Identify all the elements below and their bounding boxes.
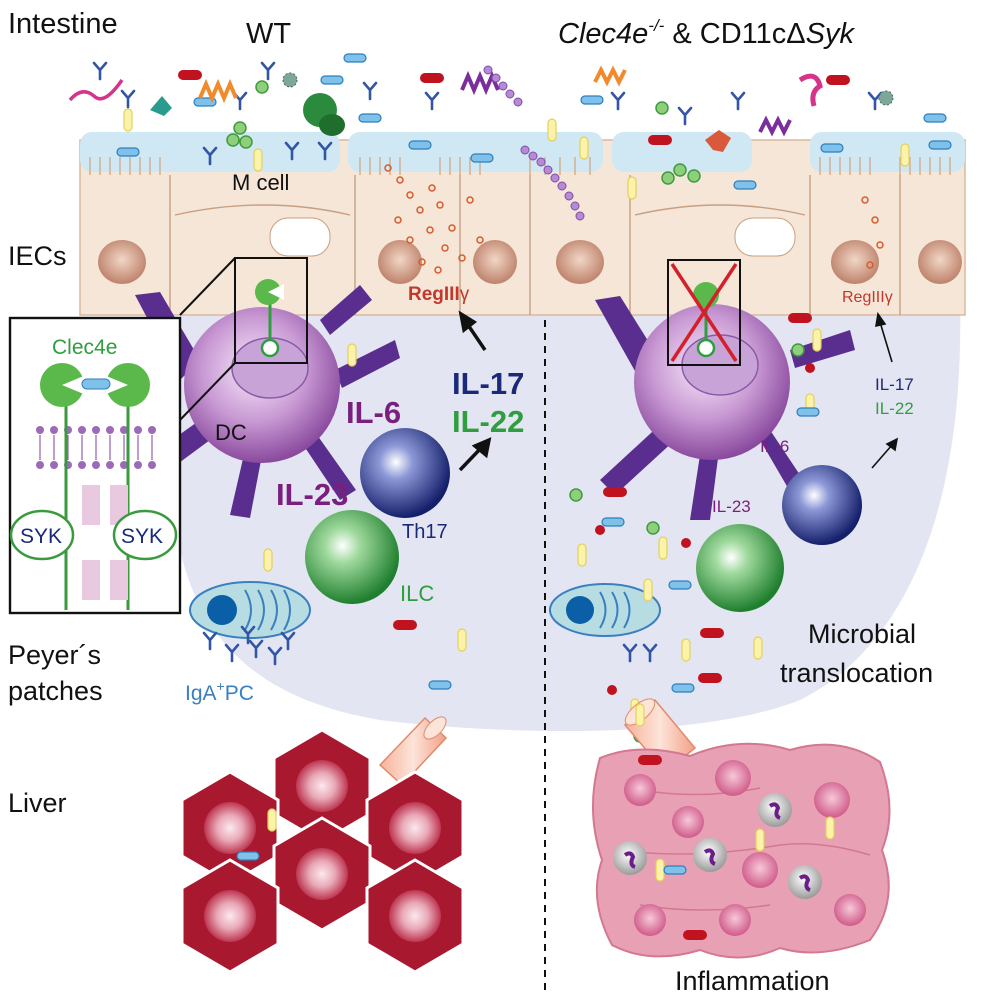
regiii-label-right: RegIIIγ xyxy=(842,289,893,306)
liver-label: Liver xyxy=(8,788,67,818)
dc-label: DC xyxy=(215,420,247,445)
il17-label-left: IL-17 xyxy=(452,366,524,401)
portal-tube-left xyxy=(378,716,448,787)
arrows-right xyxy=(871,311,899,469)
wt-label: WT xyxy=(246,18,291,50)
iga-plasma-cell-left xyxy=(189,581,311,666)
receptor-zoom-box-right xyxy=(667,259,741,366)
receptor-zoom-box-left xyxy=(234,257,308,364)
iga-plasma-cell-right xyxy=(549,583,661,663)
clec4e-label: Clec4e xyxy=(52,336,117,359)
clec4e-receptor-mini-left xyxy=(255,279,284,358)
ilc-cell-right xyxy=(696,524,784,612)
microbial-label-line1: Microbial xyxy=(808,619,916,649)
peyers-label-line1: Peyer´s xyxy=(8,640,101,670)
il22-label-left: IL-22 xyxy=(452,404,524,439)
inflamed-liver xyxy=(591,742,891,959)
regiii-label-left: RegIIIγ xyxy=(408,284,470,305)
lumen-microbes xyxy=(68,53,952,274)
inflammation-label: Inflammation xyxy=(675,966,830,996)
zoom-connector-top xyxy=(179,257,236,316)
ilc-label-left: ILC xyxy=(400,581,434,606)
mutant-label: Clec4e-/- & CD11cΔSyk xyxy=(558,16,855,50)
il6-label-right: IL-6 xyxy=(760,437,789,456)
zoom-connector-bottom xyxy=(179,362,236,421)
clec4e-syk-inset xyxy=(8,316,182,615)
peyers-label-line2: patches xyxy=(8,676,103,706)
il23-label-right: IL-23 xyxy=(712,497,751,516)
m-cell-label: M cell xyxy=(232,170,289,195)
iecs-label: IECs xyxy=(8,241,67,271)
hepatocyte-nuclei xyxy=(204,760,441,942)
intestine-label: Intestine xyxy=(8,8,118,40)
ilc-cell-left xyxy=(305,510,399,604)
syk-label-right: SYK xyxy=(121,525,163,548)
il23-label-left: IL-23 xyxy=(276,477,348,512)
th17-cell-left xyxy=(360,428,450,518)
th17-label-left: Th17 xyxy=(402,521,448,543)
text-labels: Intestine WT Clec4e-/- & CD11cΔSyk M cel… xyxy=(8,8,933,996)
il22-label-right: IL-22 xyxy=(875,399,914,418)
arrows-left xyxy=(458,310,492,472)
microbial-label-line2: translocation xyxy=(780,658,933,688)
syk-label-left: SYK xyxy=(20,525,62,548)
il17-label-right: IL-17 xyxy=(875,375,914,394)
red-cross-icon xyxy=(670,263,738,362)
il6-label-left: IL-6 xyxy=(346,395,401,430)
translocating-microbes-right xyxy=(400,313,850,875)
intestinal-epithelium xyxy=(79,132,966,316)
iga-pc-label: IgA+PC xyxy=(185,678,254,705)
th17-cell-right xyxy=(782,465,862,545)
